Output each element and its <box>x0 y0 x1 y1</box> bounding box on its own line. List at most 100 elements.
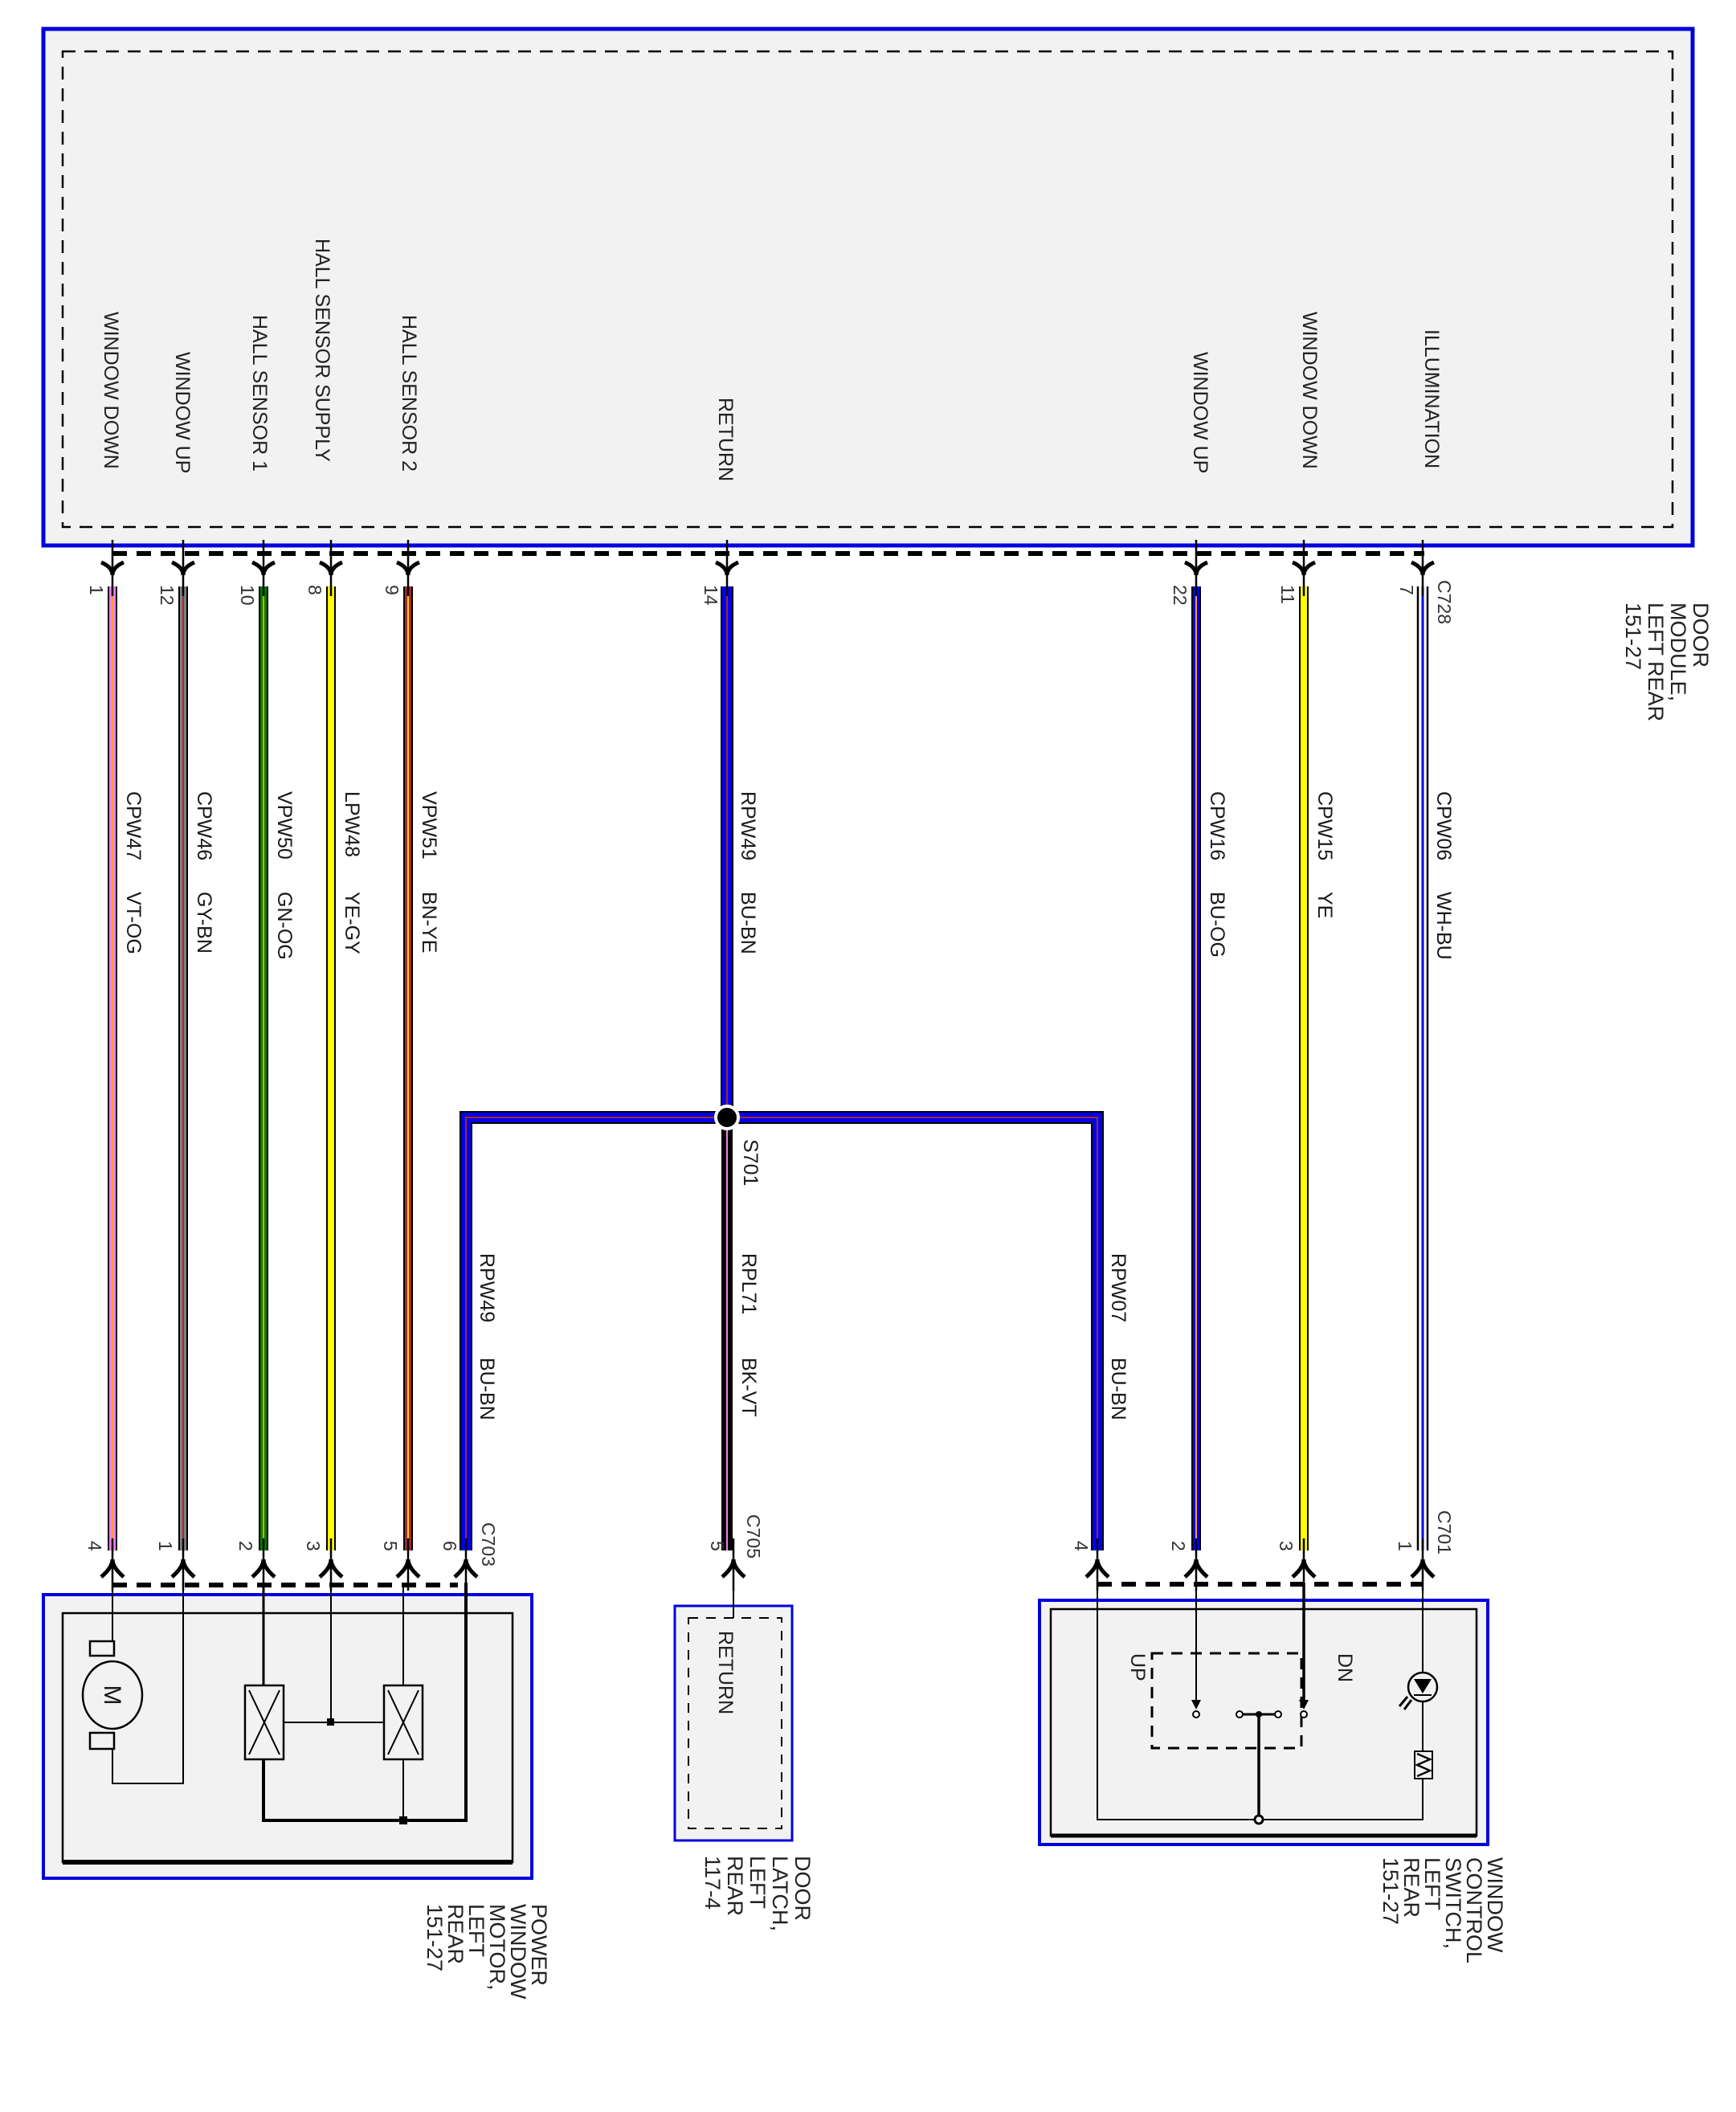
component-name-line: MODULE, <box>1666 603 1690 701</box>
window-motor-name: POWER WINDOW MOTOR, LEFT REAR 151-27 <box>423 1904 551 2000</box>
wire-color-label: BU-BN <box>737 892 759 954</box>
pin-number: 9 <box>382 585 402 595</box>
wire-rpw07[interactable] <box>727 1111 1104 1550</box>
motor-icon <box>81 1660 144 1730</box>
component-name-line: LEFT <box>464 1904 488 1957</box>
wire-color-label: GY-BN <box>193 892 215 954</box>
pin-number: 5 <box>380 1541 401 1551</box>
pin-number: 10 <box>237 585 258 606</box>
component-name-line: SWITCH, <box>1441 1857 1465 1949</box>
component-name-line: 151-27 <box>1621 603 1645 670</box>
pin-number: 4 <box>84 1541 105 1551</box>
wire-color-label: WH-BU <box>1432 892 1455 960</box>
pin-number: 2 <box>1168 1541 1189 1551</box>
component-name-line: REAR <box>1399 1857 1424 1918</box>
wire-circuit-label: RPW49 <box>737 791 759 860</box>
wire-color-label: GN-OG <box>273 892 296 960</box>
component-name-line: CONTROL <box>1462 1857 1486 1963</box>
component-name-line: LEFT <box>745 1856 770 1909</box>
motor-brush-top <box>88 1640 116 1657</box>
connector-terminal-icon <box>1291 1558 1317 1579</box>
splice-id: S701 <box>739 1139 762 1186</box>
wire-color-label: BU-BN <box>476 1358 498 1420</box>
up-contact-arrow-icon <box>1191 1700 1201 1710</box>
wire-circuit-label: CPW16 <box>1206 791 1228 860</box>
connector-terminal-icon <box>100 560 125 576</box>
pin-function-label: HALL SENSOR 2 <box>398 315 420 472</box>
component-name-line: LEFT <box>1420 1857 1444 1910</box>
pin-number: 4 <box>1071 1541 1092 1551</box>
switch-up-label: UP <box>1126 1653 1149 1681</box>
pin-number: 14 <box>701 585 721 606</box>
door-latch-name: DOOR LATCH, LEFT REAR 117-4 <box>701 1856 815 1931</box>
pin-function-label: ILLUMINATION <box>1420 329 1443 468</box>
connector-terminal-icon <box>1183 560 1209 576</box>
pin-number: 3 <box>1276 1541 1297 1551</box>
door-module[interactable] <box>41 27 1695 548</box>
motor-return-wire <box>112 1583 184 1784</box>
window-motor-box <box>42 1593 533 1880</box>
control-switch-name: WINDOW CONTROL SWITCH, LEFT REAR 151-27 <box>1379 1857 1507 1963</box>
pin-function-label: WINDOW DOWN <box>100 312 122 469</box>
hall-ground-bus <box>262 1583 468 1822</box>
pin-function-label: HALL SENSOR 1 <box>248 315 271 472</box>
door-latch-box <box>673 1604 794 1842</box>
pin-function-label: WINDOW UP <box>171 352 194 473</box>
connector-id-c701: C701 <box>1434 1510 1455 1554</box>
pin-function-label: RETURN <box>714 398 737 481</box>
pin-number: 11 <box>1277 585 1298 604</box>
connector-terminal-icon <box>100 1558 125 1579</box>
component-name-line: POWER <box>527 1904 551 1986</box>
wire-color-label: YE <box>1313 892 1336 918</box>
wire-circuit-label: VPW51 <box>418 791 440 860</box>
wire-color-label: BK-VT <box>737 1358 760 1417</box>
component-name-line: WINDOW <box>1483 1857 1507 1953</box>
window-motor[interactable]: M <box>42 1583 533 1880</box>
door-module-inner-dashed <box>61 50 1674 529</box>
pin-number: 1 <box>155 1541 176 1551</box>
component-name-line: REAR <box>443 1904 468 1964</box>
pin-number: 22 <box>1170 585 1191 606</box>
component-name-line: 151-27 <box>1379 1857 1403 1925</box>
door-module-box <box>41 27 1695 548</box>
wire-cpw06[interactable] <box>1416 586 1429 1550</box>
wire-color-label: BU-BN <box>1107 1358 1129 1420</box>
dn-contact-arrow-icon <box>1299 1700 1309 1710</box>
motor-symbol: M <box>99 1685 125 1706</box>
connector-terminal-icon <box>1410 1558 1436 1579</box>
pin-number: 8 <box>304 585 325 595</box>
led-light-rays-icon <box>1398 1696 1413 1710</box>
hall-ground-junction <box>399 1816 407 1824</box>
wire-color-label: VT-OG <box>122 892 145 954</box>
wire-circuit-label: CPW06 <box>1432 791 1455 860</box>
component-name-line: MOTOR, <box>485 1904 509 1991</box>
connector-id-c705: C705 <box>743 1514 764 1558</box>
wires: 1CPW47VT-OG412CPW46GY-BN110VPW50GN-OG28L… <box>84 585 1455 1551</box>
connector-terminal-icon <box>1084 1558 1110 1579</box>
connector-terminal-icon <box>453 1558 479 1579</box>
component-name-line: REAR <box>723 1856 747 1916</box>
wire-circuit-label: CPW15 <box>1313 791 1336 860</box>
component-name-line: LEFT REAR <box>1644 603 1668 721</box>
connector-terminal-icon <box>721 1558 746 1579</box>
motor-brush-bottom <box>88 1731 116 1750</box>
wire-rpw49-branch[interactable] <box>460 1111 727 1550</box>
pin-number: 5 <box>707 1541 728 1551</box>
connector-terminal-icon <box>1410 560 1436 576</box>
pin-number: 1 <box>1395 1541 1415 1551</box>
connector-terminal-icon <box>395 560 421 576</box>
wire-color-label: YE-GY <box>341 892 363 954</box>
door-latch[interactable]: RETURN <box>673 1583 794 1842</box>
pin-number: 1 <box>86 585 107 595</box>
connector-terminal-icon <box>1291 560 1317 576</box>
component-name-line: DOOR <box>790 1856 815 1921</box>
control-switch-box <box>1038 1599 1489 1846</box>
splice-s701-node[interactable] <box>714 1105 740 1130</box>
window-control-switch[interactable]: UP DN <box>1038 1583 1489 1846</box>
wire-color-label: BU-OG <box>1206 892 1228 958</box>
connector-terminals <box>100 540 1436 1591</box>
wire-circuit-label: RPW49 <box>476 1253 498 1322</box>
hall-supply-junction <box>327 1718 334 1726</box>
pin-number: 2 <box>235 1541 256 1551</box>
connector-terminal-icon <box>251 1558 276 1579</box>
